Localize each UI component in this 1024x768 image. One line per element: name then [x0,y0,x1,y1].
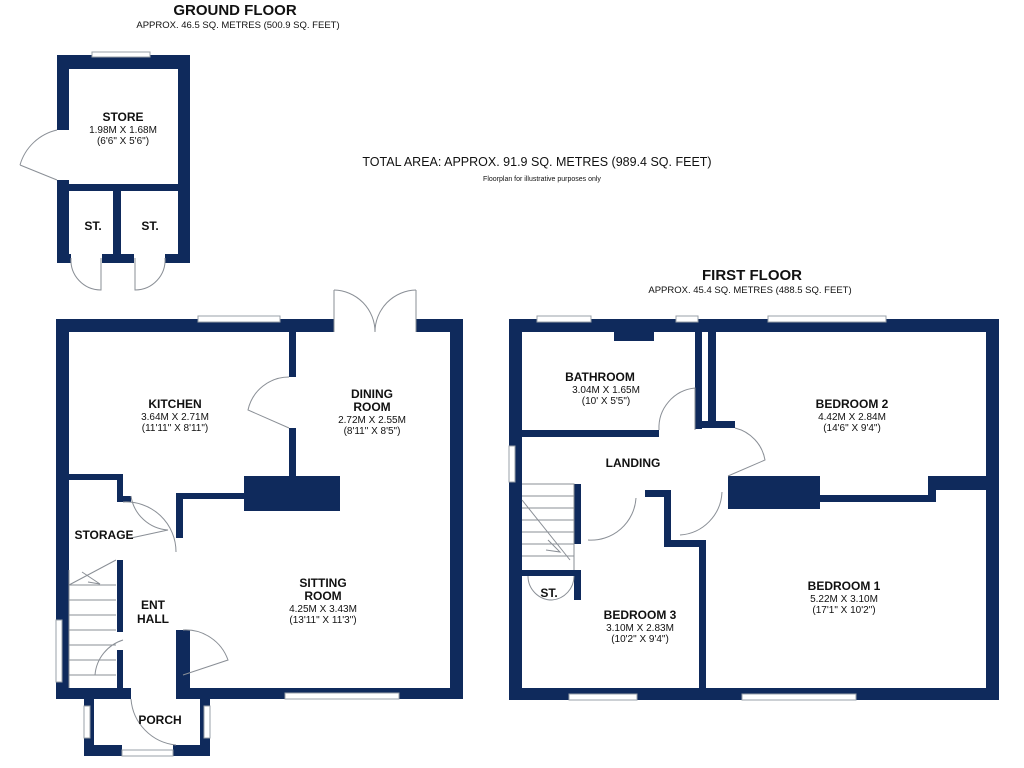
store-label: STORE [102,110,143,124]
dining-door[interactable] [247,376,290,429]
bedroom1-metric: 5.22M X 3.10M [810,594,878,605]
dining-imperial: (8'11" X 8'5") [344,426,401,437]
bedroom2-label: BEDROOM 2 [816,397,889,411]
kitchen-metric: 3.64M X 2.71M [141,412,209,423]
first-stairs [521,483,575,570]
dining-label-1: DINING [351,387,393,401]
sitting-imperial: (13'11" X 11'3") [289,615,356,626]
sitting-label-1: SITTING [299,576,346,590]
dining-french-doors[interactable] [333,289,417,333]
ground-floor-area: APPROX. 46.5 SQ. METRES (500.9 SQ. FEET) [136,20,339,31]
st1-door[interactable] [70,257,102,291]
bedroom1-window [741,693,857,701]
kitchen-imperial: (11'11" X 8'11") [142,423,209,434]
hall-label-2: HALL [137,612,169,626]
first-floor-area: APPROX. 45.4 SQ. METRES (488.5 SQ. FEET) [648,285,851,296]
first-st-doors[interactable] [527,575,575,601]
store-window [91,51,151,58]
bathroom-metric: 3.04M X 1.65M [572,385,640,396]
disclaimer: Floorplan for illustrative purposes only [483,176,601,183]
bathroom-door[interactable] [658,387,696,431]
store-metric: 1.98M X 1.68M [89,125,157,136]
sitting-room-door[interactable] [182,629,229,676]
hall-cupboard-door[interactable] [94,639,124,676]
store-imperial: (6'6" X 5'6") [97,136,149,147]
storage-label: STORAGE [74,528,133,542]
bedroom2-imperial: (14'6" X 9'4") [823,423,881,434]
bedroom3-window [568,693,638,701]
store-door-leaf [19,164,58,181]
bathroom-label: BATHROOM [565,370,635,384]
ground-stairs [68,559,117,688]
dining-label-2: ROOM [353,400,390,414]
total-area: TOTAL AREA: APPROX. 91.9 SQ. METRES (989… [362,155,711,169]
landing-window [508,445,516,483]
bathroom-window [536,315,592,323]
kitchen-label: KITCHEN [148,397,201,411]
st1-label: ST. [84,219,101,233]
bedroom3-metric: 3.10M X 2.83M [606,623,674,634]
first-st-label: ST. [540,586,557,600]
bedroom3-label: BEDROOM 3 [604,608,677,622]
bathroom-window-small [675,315,699,323]
dining-metric: 2.72M X 2.55M [338,415,406,426]
bedroom2-metric: 4.42M X 2.84M [818,412,886,423]
porch-front-window [121,749,174,757]
porch-label: PORCH [138,713,181,727]
store-block-walls [57,55,190,263]
hall-label-1: ENT [141,598,166,612]
bedroom1-door[interactable] [679,491,723,536]
first-floor-title: FIRST FLOOR [702,267,802,284]
bedroom3-imperial: (10'2" X 9'4") [611,634,669,645]
sitting-metric: 4.25M X 3.43M [289,604,357,615]
kitchen-window [197,315,281,323]
porch-door[interactable] [130,698,177,746]
st2-label: ST. [141,219,158,233]
sitting-label-2: ROOM [304,589,341,603]
bedroom1-imperial: (17'1" X 10'2") [812,605,875,616]
store-door-swing[interactable] [19,129,58,166]
porch-window-right [203,705,211,739]
bathroom-imperial: (10' X 5'5") [582,396,631,407]
bedroom1-label: BEDROOM 1 [808,579,881,593]
kitchen-door[interactable] [122,501,177,553]
ground-floor-title: GROUND FLOOR [173,2,296,19]
bedroom2-door[interactable] [727,427,766,477]
hall-window [55,619,63,683]
landing-label: LANDING [606,456,661,470]
porch-window-left [83,705,91,739]
bedroom2-window [767,315,887,323]
sitting-room-window [284,692,400,700]
bedroom3-door[interactable] [587,497,637,541]
st2-door[interactable] [134,257,166,291]
